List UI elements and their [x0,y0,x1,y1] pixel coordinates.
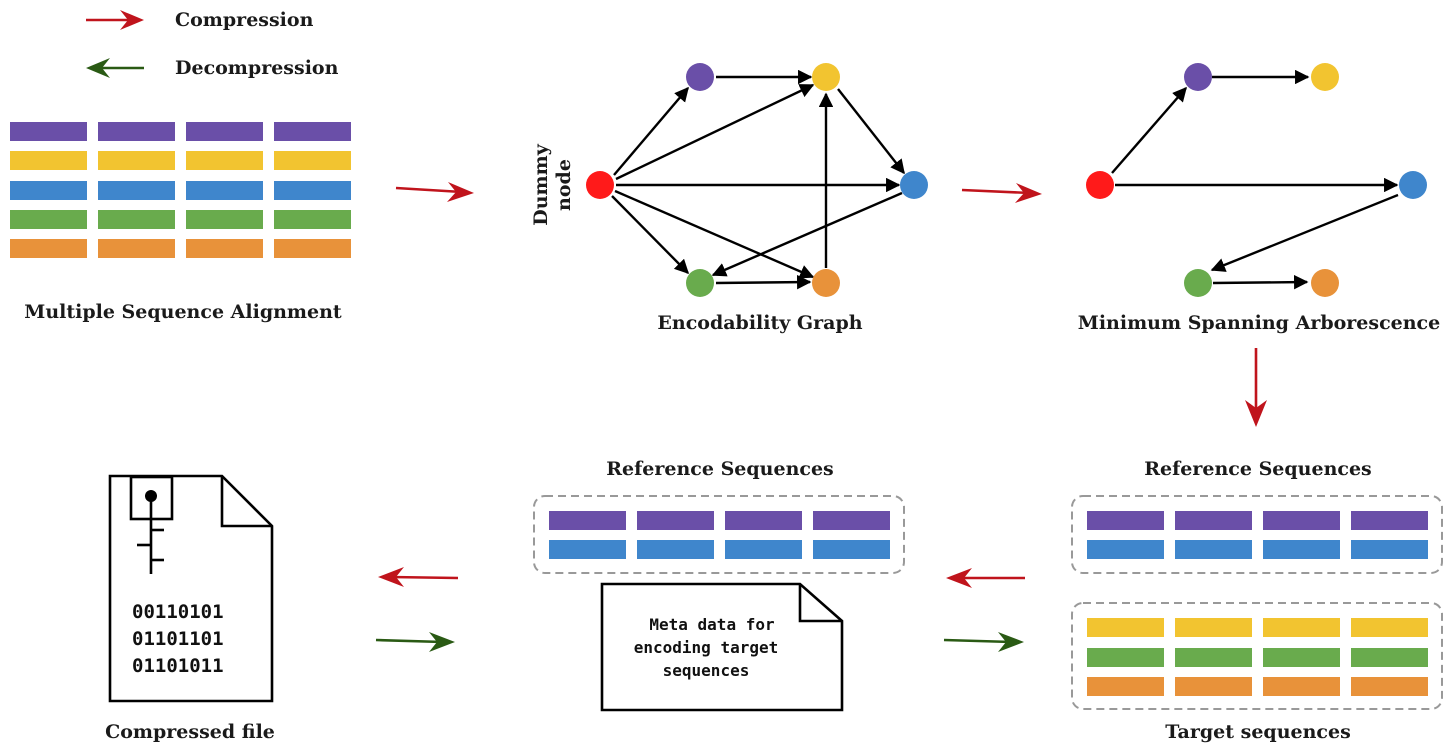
reference-label-right: Reference Sequences [1144,458,1372,480]
decompression-arrow-middle-to-right [943,632,1024,652]
msa-row-purple [10,122,351,141]
reference-box-middle [533,495,905,574]
msa-label: Multiple Sequence Alignment [24,301,342,323]
msa-node-purple [1184,63,1212,91]
dummy-label-line1: Dummy [530,143,552,225]
arborescence-label: Minimum Spanning Arborescence [1078,312,1440,334]
file-bits-line3: 01101011 [132,655,224,677]
decompression-arrow-icon [86,58,144,78]
compression-arrow-icon [86,10,144,30]
msa-block [10,122,351,258]
msa-row-blue [10,181,351,200]
graph-node-orange [812,269,840,297]
graph-node-green [686,269,714,297]
graph-label: Encodability Graph [657,312,862,334]
compression-arrow-graph-to-msa [961,183,1042,203]
compression-arrow-middle-to-file [378,567,459,587]
msa-dummy-node [1086,171,1114,199]
dummy-node-label: Dummy node [530,143,575,225]
note-icon [600,582,844,712]
graph-node-purple [686,63,714,91]
zipper-icon [129,475,174,574]
encodability-graph [586,63,928,297]
legend: Compression Decompression [86,9,339,79]
compression-arrow-msa-to-graph [395,182,474,202]
msa-node-yellow [1311,63,1339,91]
metadata-line1: Meta data for [649,615,774,634]
metadata-line2: encoding target [634,638,779,657]
msa-row-yellow [10,151,351,170]
decompression-arrow-file-to-middle [375,632,455,652]
compression-arrow-down [1245,348,1267,427]
compression-arrow-right-to-middle [946,568,1025,588]
compressed-file: 00110101 01101101 01101011 [108,474,274,703]
msa-node-blue [1399,171,1427,199]
graph-dummy-node [586,171,614,199]
target-box [1071,602,1443,710]
file-bits-line1: 00110101 [132,601,224,623]
target-label: Target sequences [1165,721,1351,743]
arborescence-graph [1086,63,1427,297]
reference-box-right [1071,495,1443,574]
compressed-file-label: Compressed file [105,721,275,743]
msa-node-green [1184,269,1212,297]
graph-node-blue [900,171,928,199]
graph-node-yellow [812,63,840,91]
arborescence-edges [1111,69,1399,290]
graph-edges [611,69,905,290]
dummy-label-line2: node [553,159,575,211]
reference-label-middle: Reference Sequences [606,458,834,480]
metadata-line3: sequences [663,661,750,680]
msa-row-orange [10,239,351,258]
legend-compression-label: Compression [175,9,314,31]
file-bits-line2: 01101101 [132,628,224,650]
msa-row-green [10,210,351,229]
legend-decompression-label: Decompression [175,57,339,79]
metadata-note: Meta data for encoding target sequences [600,582,844,712]
msa-node-orange [1311,269,1339,297]
